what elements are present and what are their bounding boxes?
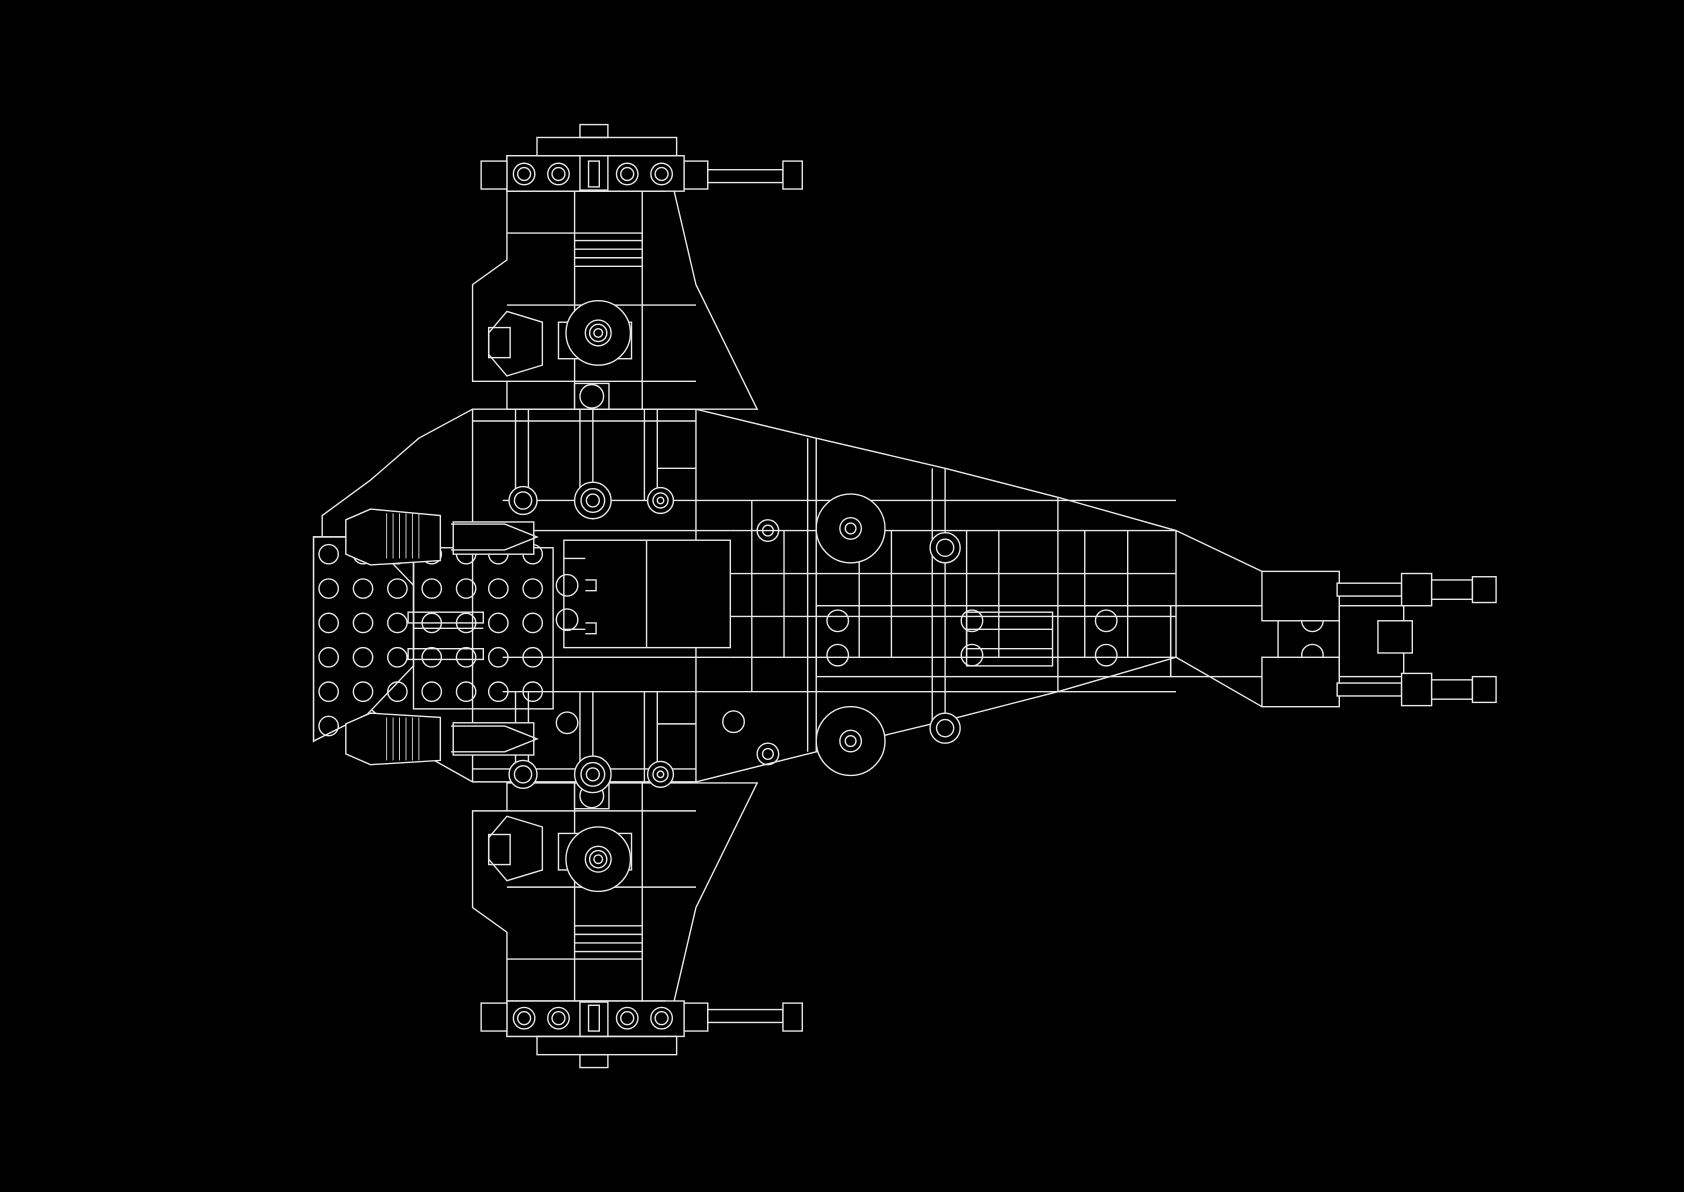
nose-stud (455, 578, 477, 599)
nose-stud (487, 612, 509, 634)
nose-stud (352, 681, 374, 703)
nose-stud (387, 681, 408, 703)
fuselage (321, 408, 1177, 783)
nose-stud (421, 578, 443, 599)
engine-assembly (815, 529, 1497, 708)
nose-stud (318, 715, 340, 737)
nose-stud (487, 681, 509, 703)
nose-stud (318, 681, 340, 703)
nose-stud (421, 681, 443, 703)
nose-plate (312, 536, 554, 743)
fuselage-studs (508, 481, 1324, 794)
nose-stud (387, 612, 408, 634)
nose-stud (318, 578, 340, 599)
nose-stud (522, 646, 544, 668)
lower-wing-pod (471, 782, 803, 1069)
nose-stud (318, 646, 340, 668)
nose-stud (387, 578, 408, 599)
nose-stud (455, 646, 477, 668)
nose-stud (318, 612, 340, 634)
nose-stud (522, 681, 544, 703)
nose-stud (487, 578, 509, 599)
nose-stud (421, 646, 443, 668)
nose-stud (387, 646, 408, 668)
nose-stud (318, 543, 340, 565)
nose-stud (352, 646, 374, 668)
nose-stud (352, 578, 374, 599)
nose-stud (522, 612, 544, 634)
nose-stud (455, 681, 477, 703)
upper-wing-pod (471, 123, 803, 410)
nose-stud (522, 578, 544, 599)
nose-stud (352, 612, 374, 634)
nose-greebles (345, 508, 539, 766)
nose-stud (487, 646, 509, 668)
